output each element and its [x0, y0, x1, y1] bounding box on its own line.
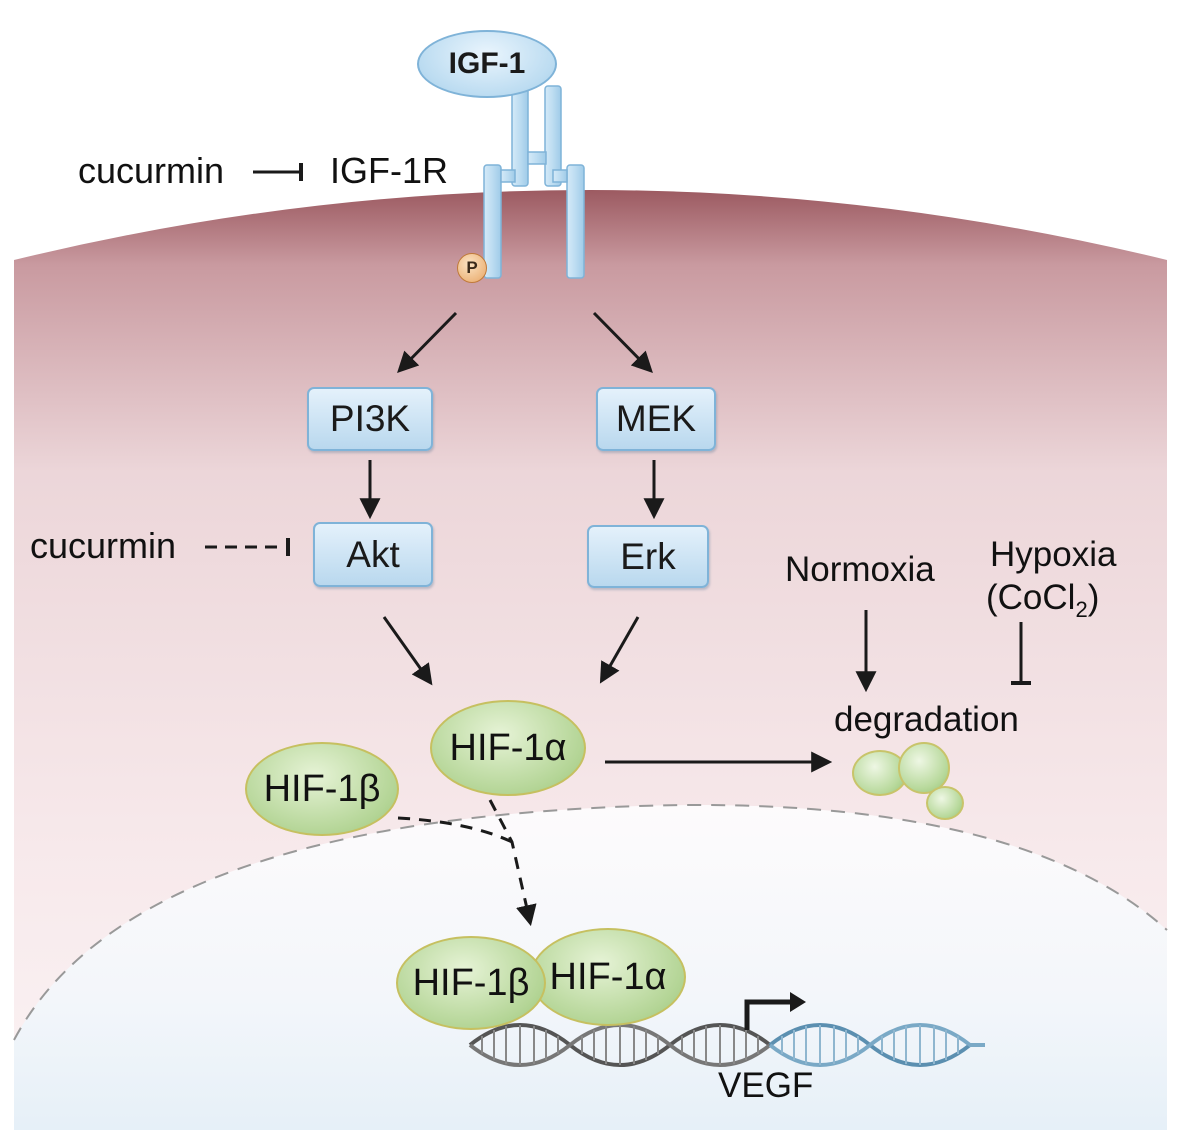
receptor-label: IGF-1R [330, 150, 449, 191]
hif-1a-label: HIF-1α [449, 726, 567, 769]
arrow-akt-to-hif1a [382, 616, 433, 686]
pi3k-label: PI3K [329, 398, 411, 439]
arrow-receptor-to-pi3k [397, 311, 458, 373]
igf-1r-receptor [483, 85, 585, 279]
degradation-label: degradation [834, 700, 1019, 739]
hif-1b-oval: HIF-1β [245, 742, 399, 836]
vegf-gene-label: VEGF [718, 1066, 814, 1105]
degraded-protein-ball [926, 786, 964, 820]
hif-complex-beta-label: HIF-1β [412, 961, 530, 1004]
mek-box: MEK [596, 387, 716, 451]
igf-1-ligand: IGF-1 [417, 30, 557, 98]
pi3k-box: PI3K [307, 387, 433, 451]
arrow-hif1b-translocation [397, 816, 513, 844]
hif-1b-label: HIF-1β [263, 767, 381, 810]
akt-inhibitor-label: cucurmin [30, 525, 177, 566]
hif-1a-oval: HIF-1α [430, 700, 586, 796]
degraded-protein-ball [898, 742, 950, 794]
hypoxia-agent-prefix: (CoCl [986, 578, 1076, 617]
hypoxia-label: Hypoxia [990, 535, 1117, 574]
hypoxia-agent-subscript: 2 [1075, 597, 1088, 622]
hypoxia-agent-suffix: ) [1087, 578, 1100, 617]
transcription-start-arrow [744, 999, 790, 1030]
transcription-start-arrowhead [790, 992, 806, 1012]
phosphorylation-icon: P [457, 253, 487, 283]
akt-box: Akt [313, 522, 433, 587]
phospho-label: P [466, 258, 478, 277]
nuclear-envelope [13, 804, 1168, 1041]
normoxia-label: Normoxia [785, 550, 935, 589]
arrow-hif1a-translocation [488, 799, 537, 927]
igf-1-label: IGF-1 [448, 47, 526, 80]
receptor-inhibitor-label: cucurmin [78, 150, 225, 191]
erk-box: Erk [587, 525, 709, 588]
arrow-erk-to-hif1a [599, 616, 640, 684]
hypoxia-agent-label: (CoCl2) [986, 580, 1099, 621]
erk-label: Erk [620, 535, 676, 577]
mek-label: MEK [615, 398, 697, 439]
arrow-receptor-to-mek [592, 311, 653, 373]
akt-label: Akt [346, 533, 400, 575]
hif-complex-alpha-label: HIF-1α [549, 955, 667, 998]
hif-complex-beta-oval: HIF-1β [396, 936, 546, 1030]
hif-complex-alpha-oval: HIF-1α [530, 928, 686, 1026]
